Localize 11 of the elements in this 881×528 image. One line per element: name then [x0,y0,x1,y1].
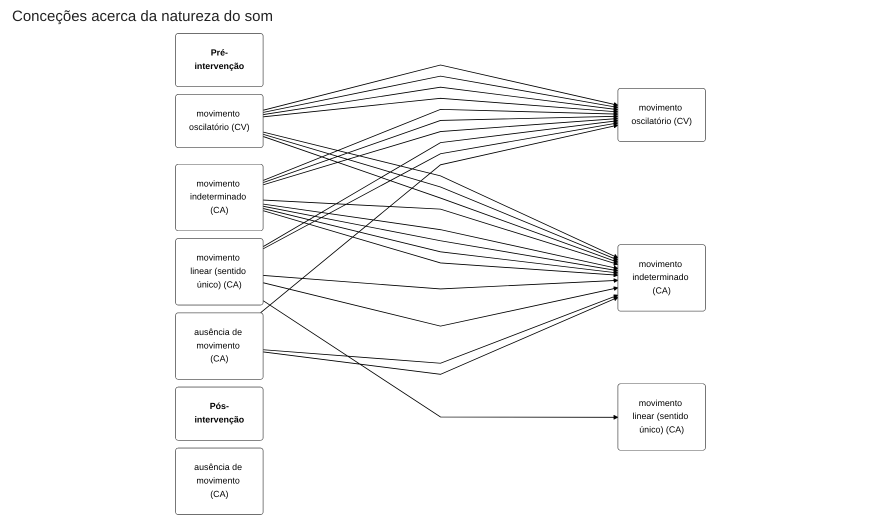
arrow [260,124,618,314]
arrow [262,296,618,375]
arrow [262,76,618,113]
arrow [262,275,618,290]
arrow [262,64,618,111]
arrow [262,300,618,420]
diagram-title: Conceções acerca da natureza do som [11,7,274,27]
arrow [262,98,618,118]
arrow [262,294,618,364]
arrow [262,86,618,115]
arrow [262,282,618,327]
